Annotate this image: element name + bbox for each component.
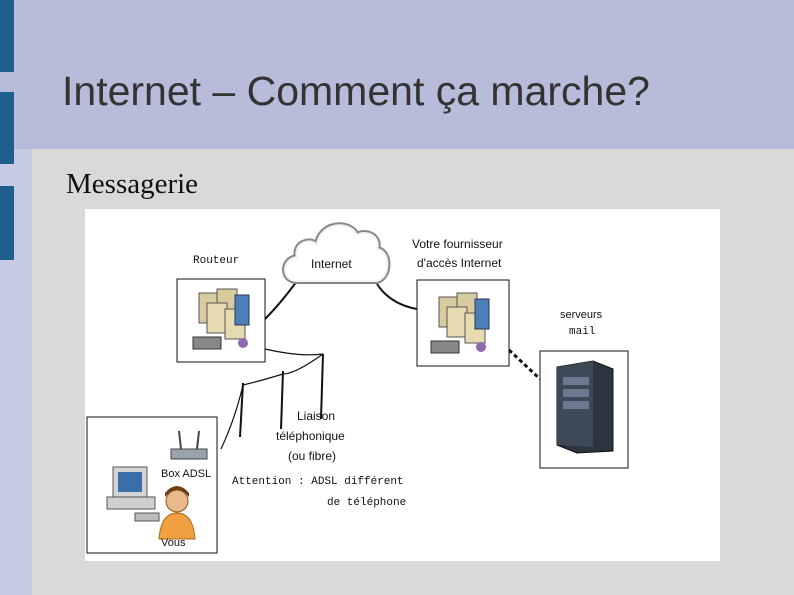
tower-server-icon [556, 360, 614, 454]
pole-box-wire [220, 384, 244, 450]
pole-wire [282, 353, 324, 375]
note-line2: de téléphone [327, 497, 407, 509]
link-label-line3: (ou fibre) [288, 449, 337, 463]
mail-servers-label-line2: mail [569, 326, 596, 338]
user-label: Vous [161, 537, 186, 549]
note-line1: Attention : ADSL différent [232, 476, 404, 488]
home-box [86, 416, 218, 554]
pole-wire [242, 373, 284, 386]
accent-bar [0, 92, 14, 164]
diagram-graphics [86, 222, 629, 554]
internet-label: Internet [311, 257, 352, 271]
cloud-icon [282, 222, 391, 284]
adsl-box-icon [170, 430, 208, 460]
isp-label-line1: Votre fournisseur [412, 237, 503, 251]
accent-bar [0, 0, 14, 72]
router-internet-link [264, 280, 298, 320]
link-label-line2: téléphonique [276, 429, 345, 443]
user-icon [158, 486, 196, 540]
slide-subtitle: Messagerie [66, 168, 199, 200]
computer-icon [106, 466, 160, 522]
link-label-line1: Liaison [297, 409, 336, 423]
slide-title: Internet – Comment ça marche? [62, 68, 650, 114]
router-label: Routeur [193, 255, 240, 267]
mail-servers-label-line1: serveurs [560, 309, 603, 321]
slide-header [0, 0, 794, 149]
network-diagram: Routeur Internet Votre fournisseur d'acc… [85, 209, 720, 561]
telephone-pole-icon [239, 353, 324, 438]
isp-mailserver-link [507, 348, 542, 381]
accent-bar [0, 186, 14, 260]
adsl-box-label: Box ADSL [161, 468, 212, 480]
router-pole-wire [264, 348, 324, 356]
internet-isp-link [376, 283, 418, 310]
server-rack-icon [192, 288, 250, 350]
isp-label-line2: d'accès Internet [417, 256, 502, 270]
server-rack-icon [430, 292, 490, 354]
